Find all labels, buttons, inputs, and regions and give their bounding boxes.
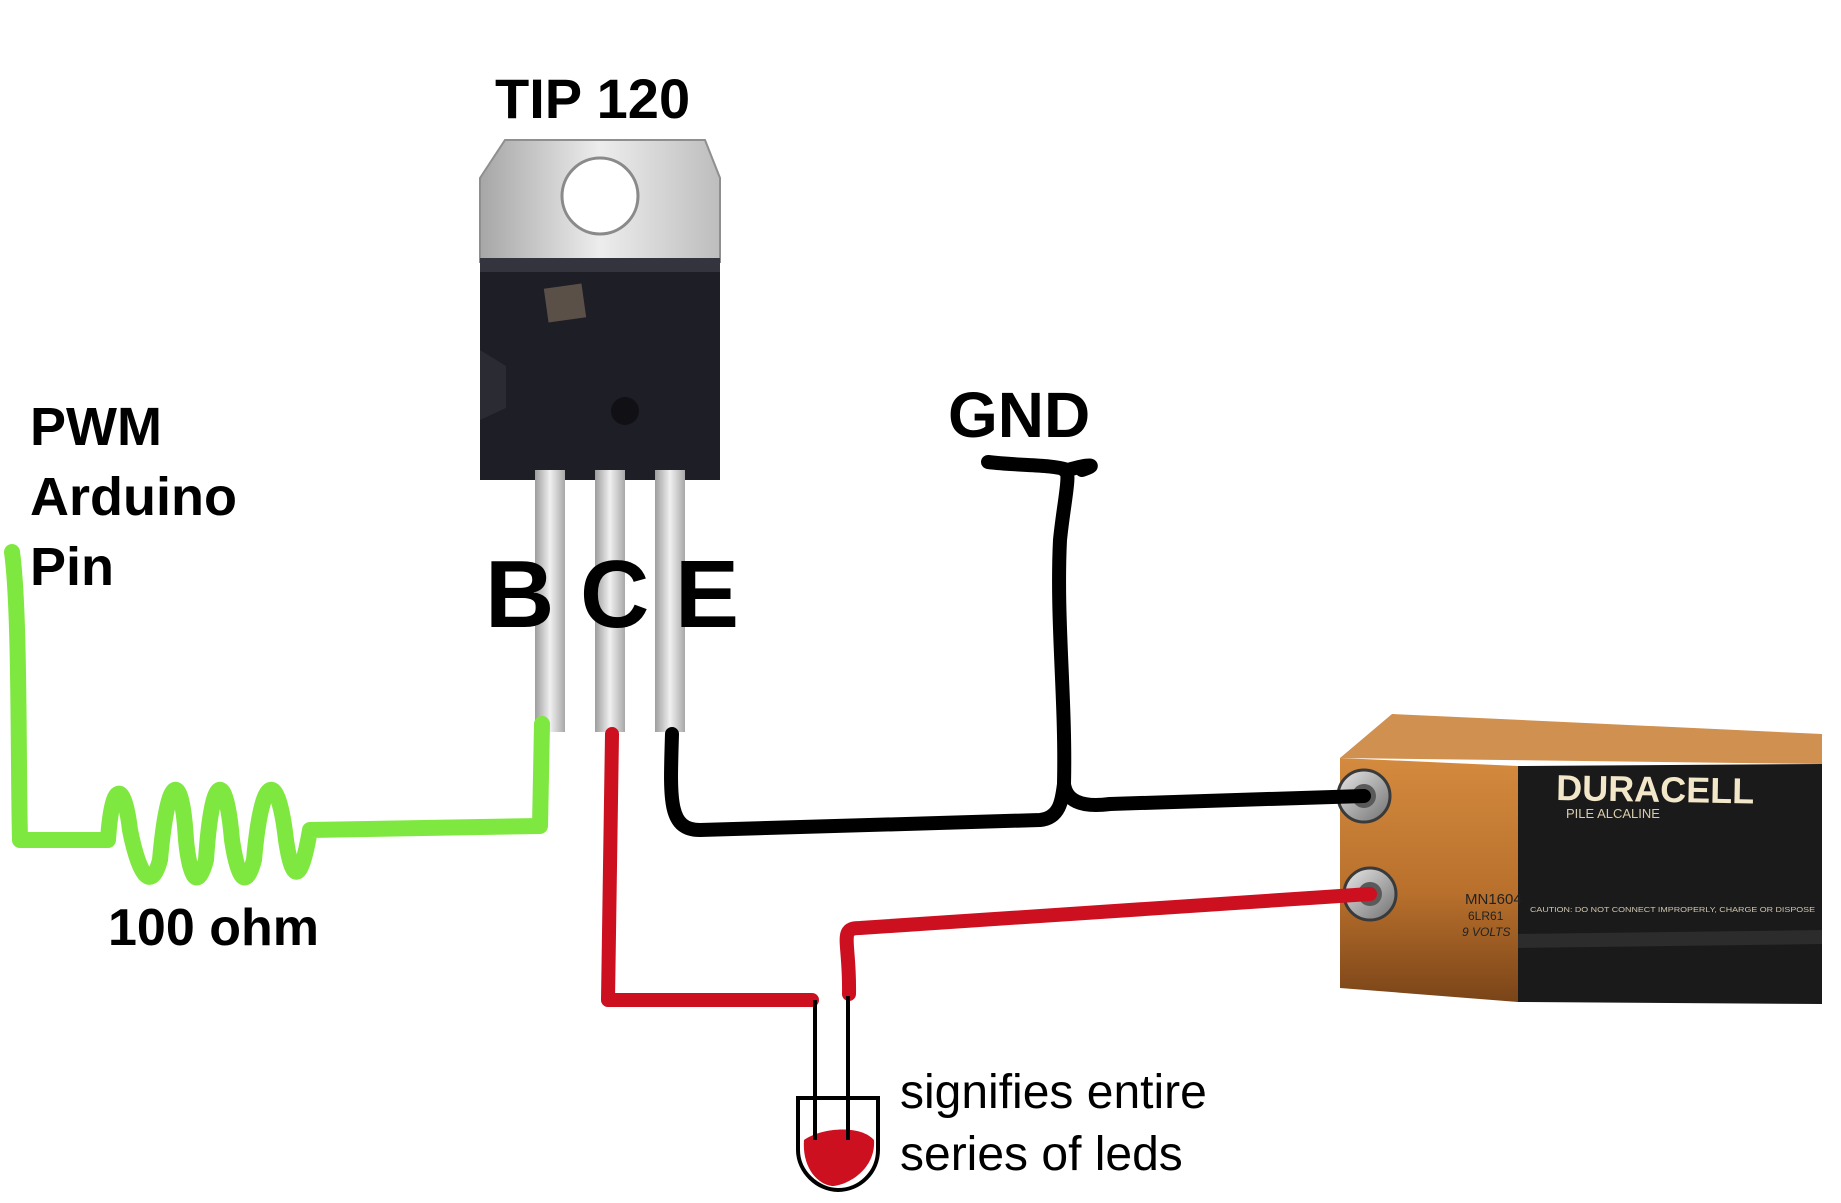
transistor-tip120 [479,139,721,732]
led-note-line: signifies entire [900,1066,1207,1119]
input-pin-label-line: Arduino [30,467,237,527]
collector-wire-to-leds [601,727,819,1007]
input-pin-label: PWM Arduino Pin [30,392,237,602]
led-bulb-fill [803,1129,875,1186]
battery-9v: DURACELL PILE ALCALINE MN1604 6LR61 9 VO… [1336,714,1822,1004]
transistor-body [480,258,720,480]
ground-label: GND [948,379,1091,451]
battery-brand: DURACELL [1556,767,1755,811]
battery-positive-wire [839,887,1377,1001]
base-pin-label: B [485,541,555,648]
input-pin-label-line: PWM [30,397,162,457]
transistor-mounting-hole [560,156,640,236]
led-bulb-outline [796,1096,880,1193]
transistor-body-dimple [611,397,639,425]
led-symbol [796,996,880,1193]
transistor-leg-collector [595,470,625,732]
transistor-leg-base [535,470,565,732]
signal-wire-with-resistor [4,544,550,886]
battery-model: MN1604 [1465,891,1522,908]
transistor-notch [480,350,506,420]
transistor-logo-mark [543,283,587,323]
battery-voltage: 9 VOLTS [1462,925,1510,939]
led-note: signifies entire series of leds [900,1062,1207,1186]
transistor-body-shade [480,258,720,272]
battery-stripe [1518,930,1822,948]
ground-wire [981,455,1098,791]
collector-pin-label: C [580,541,650,648]
battery-top-face [1340,714,1822,764]
transistor-label: TIP 120 [495,67,691,130]
battery-copper-section [1340,758,1518,1002]
led-note-line: series of leds [900,1128,1183,1181]
resistor-label: 100 ohm [108,899,319,957]
input-pin-label-line: Pin [30,537,115,597]
transistor-leg-emitter [655,470,685,732]
emitter-ground-wire [664,727,1371,837]
emitter-pin-label: E [675,541,740,648]
battery-code: 6LR61 [1468,909,1504,923]
battery-subtitle: PILE ALCALINE [1566,806,1660,821]
battery-caution: CAUTION: DO NOT CONNECT IMPROPERLY, CHAR… [1530,907,1815,914]
